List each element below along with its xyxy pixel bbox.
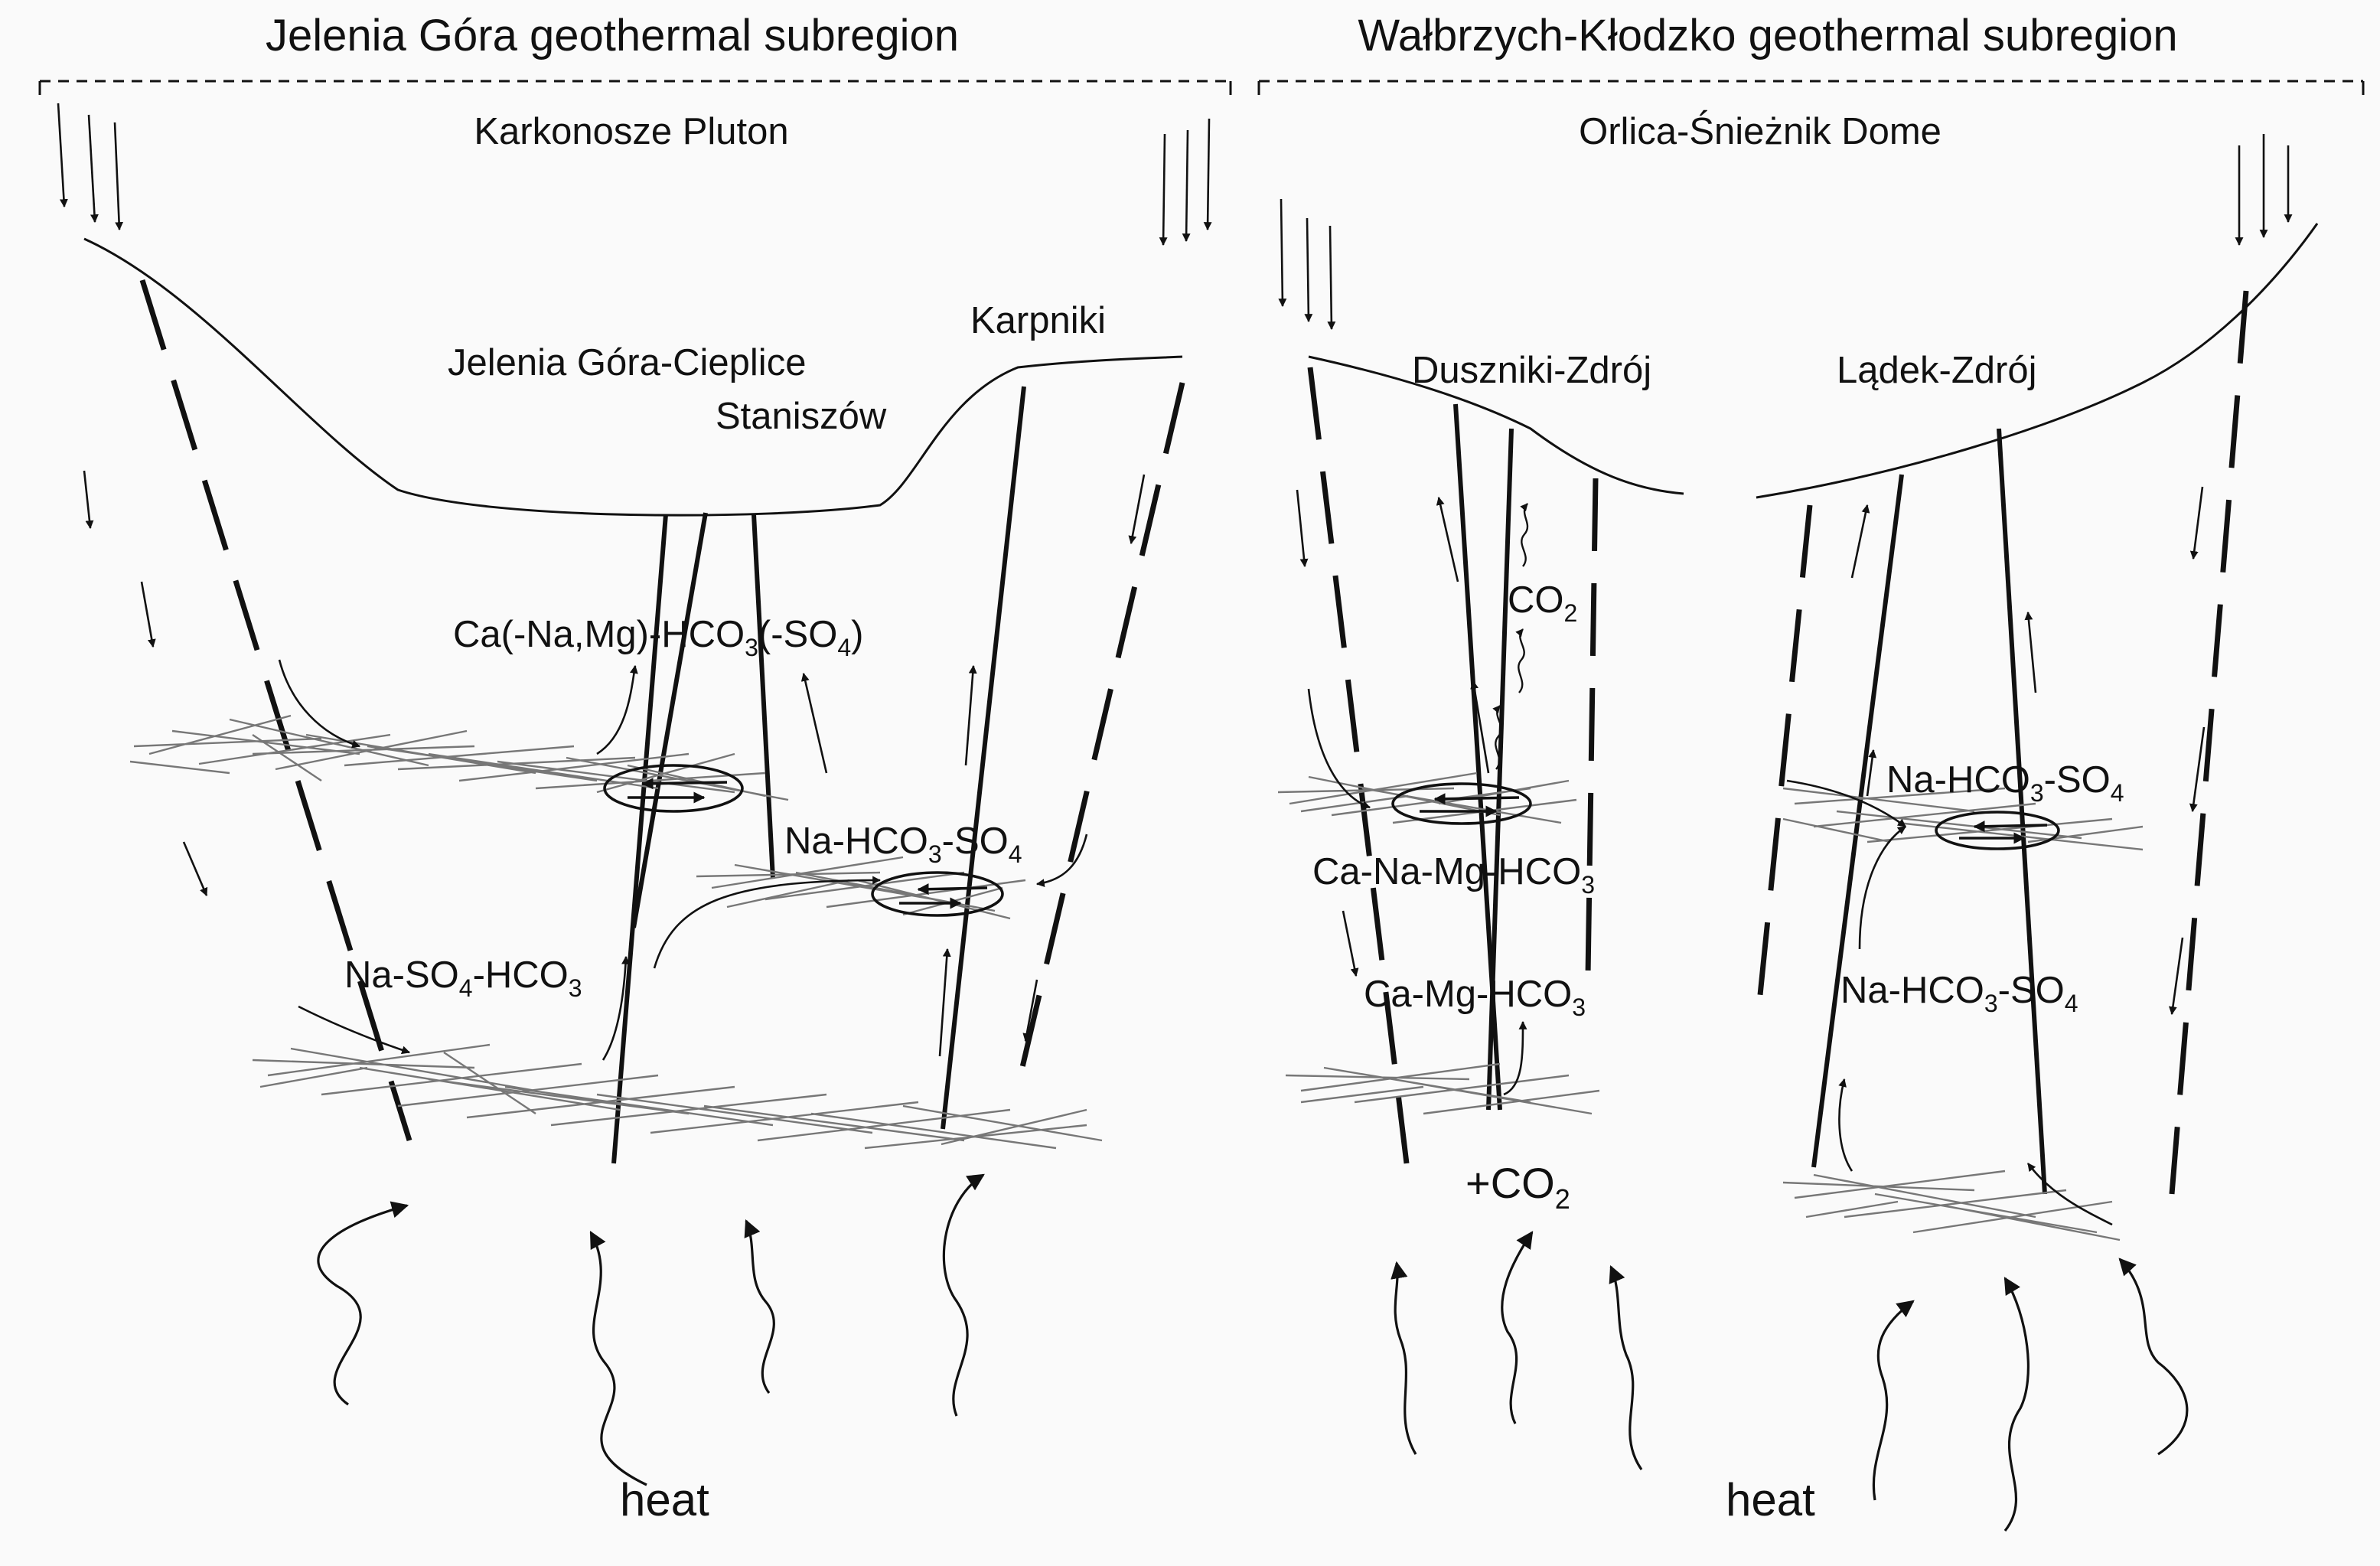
water-type-ca-mg-hco3: Ca-Mg-HCO3 — [1364, 974, 1586, 1021]
karpniki-label: Karpniki — [970, 300, 1106, 341]
orlica-sniezik-dome-label: Orlica-Śnieżnik Dome — [1579, 110, 1941, 152]
heat-label-right: heat — [1726, 1474, 1815, 1525]
co2-squiggles — [1492, 503, 1529, 770]
heat-labels: heat heat — [620, 1474, 1815, 1525]
duszniki-topography — [1308, 355, 1684, 495]
left-region-title: Jelenia Góra geothermal subregion — [266, 11, 959, 60]
left-lower-fracture-zone — [252, 1043, 1103, 1150]
right-region-title: Wałbrzych-Kłodzko geothermal subregion — [1358, 11, 2177, 60]
ladek-label: Lądek-Zdrój — [1837, 350, 2036, 391]
water-type-labels: Ca(-Na,Mg)-HCO3(-SO4) Na-HCO3-SO4 Na-SO4… — [344, 614, 2124, 1021]
water-type-ca-na-mg-hco3: Ca-Na-Mg-HCO3 — [1312, 851, 1595, 899]
heat-label-left: heat — [620, 1474, 709, 1525]
right-header: Wałbrzych-Kłodzko geothermal subregion O… — [1257, 11, 2365, 152]
left-topography — [83, 237, 1183, 517]
duszniki-label: Duszniki-Zdrój — [1412, 350, 1651, 391]
water-type-na-hco3-so4-left: Na-HCO3-SO4 — [784, 821, 1022, 868]
left-header: Jelenia Góra geothermal subregion Karkon… — [38, 11, 1232, 152]
fracture-zones — [129, 714, 2144, 1241]
cieplice-label: Jelenia Góra-Cieplice — [448, 342, 806, 383]
plus-co2-label: +CO2 — [1465, 1159, 1570, 1215]
karkonosze-pluton-label: Karkonosze Pluton — [474, 111, 788, 152]
place-names: Jelenia Góra-Cieplice Staniszów Karpniki… — [448, 300, 2036, 437]
water-type-na-so4-hco3: Na-SO4-HCO3 — [344, 954, 582, 1002]
gas-labels: CO2 +CO2 — [1465, 579, 1577, 1215]
flow-arrows — [278, 496, 2113, 1226]
dashed-faults — [139, 279, 2249, 1195]
staniszow-label: Staniszów — [716, 396, 887, 437]
duszniki-lower-fracture-zone — [1285, 1062, 1600, 1115]
water-type-ca-na-mg-hco3-so4: Ca(-Na,Mg)-HCO3(-SO4) — [453, 614, 863, 661]
water-type-na-hco3-so4-upper: Na-HCO3-SO4 — [1886, 759, 2124, 807]
heat-arrows — [317, 1173, 2189, 1532]
water-type-na-hco3-so4-lower: Na-HCO3-SO4 — [1840, 970, 2078, 1017]
convection-cells — [603, 764, 2060, 917]
solid-faults — [611, 386, 2047, 1195]
ladek-lower-fracture-zone — [1782, 1170, 2121, 1241]
recharge-arrows — [57, 103, 2293, 1042]
co2-label: CO2 — [1508, 579, 1577, 627]
ladek-topography — [1756, 223, 2319, 499]
